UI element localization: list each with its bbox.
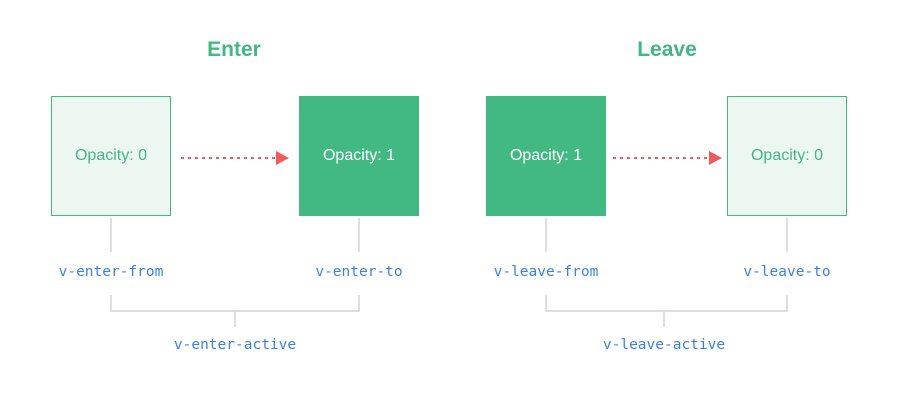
enter-from-box-label: Opacity: 0 — [74, 147, 148, 164]
leave-active-bracket — [545, 295, 788, 312]
enter-from-class: v-enter-from — [58, 264, 164, 280]
leave-from-class: v-leave-from — [493, 264, 599, 280]
leave-to-box-label: Opacity: 0 — [750, 147, 824, 164]
enter-active-bracket — [110, 295, 360, 312]
enter-to-box-label: Opacity: 1 — [322, 147, 396, 164]
leave-to-class: v-leave-to — [743, 264, 831, 280]
enter-title: Enter — [207, 38, 261, 61]
leave-from-box: Opacity: 1 — [486, 96, 606, 216]
enter-from-box: Opacity: 0 — [51, 96, 171, 216]
leave-to-box: Opacity: 0 — [727, 96, 847, 216]
enter-to-class: v-enter-to — [315, 264, 403, 280]
leave-title: Leave — [637, 38, 697, 61]
leave-from-box-label: Opacity: 1 — [509, 147, 583, 164]
enter-to-box: Opacity: 1 — [299, 96, 419, 216]
leave-arrow-head — [709, 151, 722, 165]
enter-arrow-head — [276, 151, 289, 165]
leave-active-class: v-leave-active — [602, 337, 726, 353]
enter-active-class: v-enter-active — [173, 337, 297, 353]
